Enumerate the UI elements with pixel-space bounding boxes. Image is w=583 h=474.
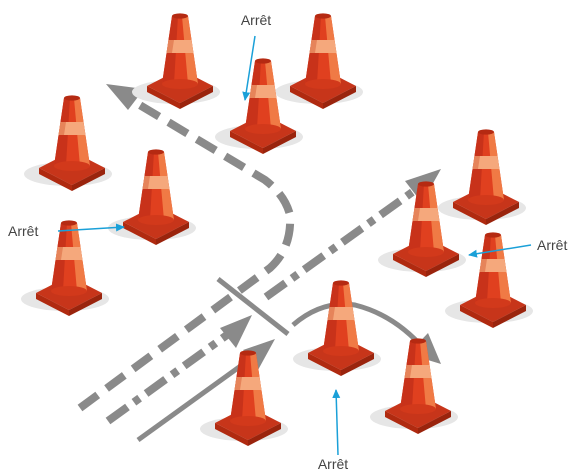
traffic-cone-icon — [24, 95, 112, 191]
stop-line — [216, 277, 290, 336]
callout-arrow-bottom — [332, 389, 341, 456]
traffic-cone-icon — [108, 149, 196, 245]
traffic-cone-icon — [293, 280, 381, 376]
callout-arrow-right — [468, 244, 532, 258]
traffic-cone-icon — [215, 58, 303, 154]
traffic-cone-icon — [438, 129, 526, 225]
traffic-cone-icon — [370, 338, 458, 434]
label-stop-left: Arrêt — [8, 223, 38, 239]
traffic-cone-icon — [200, 350, 288, 446]
label-stop-bottom: Arrêt — [318, 456, 348, 472]
label-stop-top: Arrêt — [241, 12, 271, 28]
callout-arrow-top — [242, 35, 256, 101]
callout-arrow-left — [57, 223, 125, 232]
traffic-cone-icon — [132, 13, 220, 109]
label-stop-right: Arrêt — [537, 237, 567, 253]
traffic-cone-icon — [275, 13, 363, 109]
traffic-cone-icon — [378, 181, 466, 277]
